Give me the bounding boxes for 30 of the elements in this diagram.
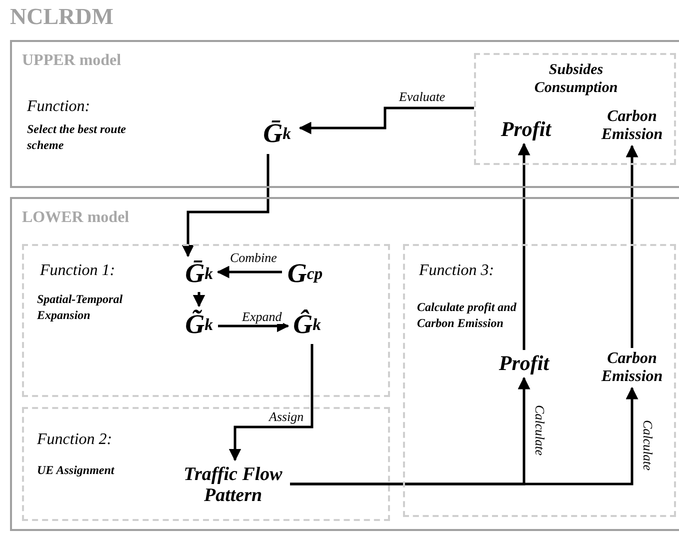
function-description: Calculate profit and Carbon Emission <box>417 300 518 332</box>
edge-label: Expand <box>241 310 283 324</box>
arrow <box>290 386 638 486</box>
arrow <box>182 154 270 258</box>
output-variable: Carbon Emission <box>594 106 670 146</box>
function-description: Select the best route scheme <box>27 122 127 154</box>
edge-label: Evaluate <box>398 90 446 104</box>
function-description: UE Assignment <box>37 463 116 479</box>
function-heading: Function 3: <box>419 262 496 280</box>
output-variable: Carbon Emission <box>594 348 670 388</box>
function-description: Spatial-Temporal Expansion <box>37 292 124 324</box>
output-variable: Profit <box>495 116 557 144</box>
arrow <box>192 292 206 308</box>
edge-label: Assign <box>268 410 305 424</box>
arrow <box>626 144 638 348</box>
arrow <box>228 344 314 462</box>
edge-label: Combine <box>229 251 278 266</box>
group-heading: Subsides Consumption <box>533 61 619 97</box>
arrow <box>216 266 282 278</box>
function-heading: Function 2: <box>37 431 114 449</box>
output-variable: Profit <box>492 350 556 378</box>
output-group-box <box>474 53 676 165</box>
arrow <box>518 142 530 350</box>
function-heading: Function 1: <box>40 262 116 280</box>
panel-heading: LOWER model <box>22 209 130 227</box>
panel-heading: UPPER model <box>22 52 122 70</box>
function-heading: Function: <box>27 98 92 116</box>
diagram-title: NCLRDM <box>10 4 114 30</box>
output-variable: Traffic Flow Pattern <box>176 460 290 512</box>
arrow <box>298 106 474 134</box>
